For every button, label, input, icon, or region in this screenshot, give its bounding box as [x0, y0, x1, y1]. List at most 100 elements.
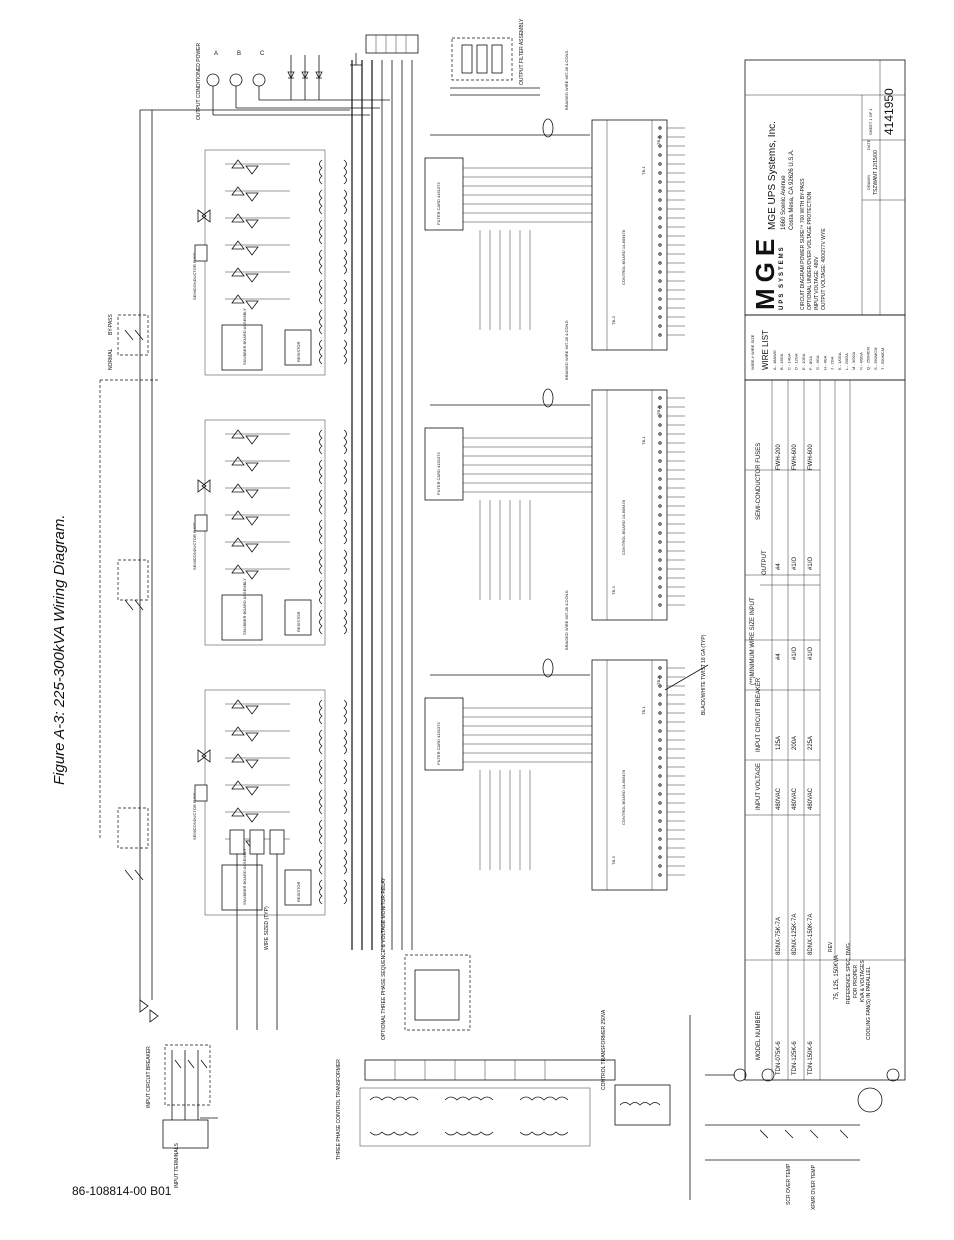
filter-card-label: FILTER CARD 4161373: [436, 452, 441, 495]
three-phase-xfmr-label: THREE PHASE CONTROL TRANSFORMER: [336, 1059, 342, 1160]
drawing-number: 4141950: [882, 88, 896, 135]
control-board-label: CONTROL BOARD 14-809478: [621, 769, 626, 825]
phase-a-label: A: [214, 51, 218, 57]
wire-list-item: H - 4GA: [822, 355, 827, 370]
cell-fuses: FWH-600: [808, 444, 814, 470]
filter-card-label: FILTER CARD 4161373: [436, 182, 441, 225]
semiconductor-label: SEMICONDUCTOR FUSE: [192, 522, 197, 570]
wire-list-subtitle: WIRE # WIRE SIZE: [750, 334, 755, 370]
braided-wire-label: BRAIDED WIRE MIT-28 4-COND.: [564, 590, 569, 650]
title-desc4: OUTPUT VOLTAGE: 480/277V WYE: [821, 228, 827, 310]
date-label: DATE: [866, 139, 871, 150]
cell-breaker: 125A: [776, 736, 782, 750]
output-section: OUTPUT CONDITIONED POWER A B C OUTPU: [196, 18, 540, 120]
cell-wire-output: #1/O: [808, 557, 814, 570]
title-desc1: CIRCUIT DIAGRAM POWER SURE™ 700 WITH BY-…: [800, 178, 806, 310]
wire-list-item: J - 2GA: [830, 356, 835, 370]
table-note1: 75, 125, 150KVA: [834, 955, 840, 1000]
wire-list-title: WIRE LIST: [761, 330, 770, 370]
cell-wire-input: #4: [776, 653, 782, 660]
wire-list-item: L - 2/0GA: [844, 353, 849, 370]
cell-input-voltage: 480VAC: [808, 787, 814, 810]
cell-wire-input: #1/O: [808, 647, 814, 660]
table-note2: REFERENCE SPEC. DWG.: [846, 942, 852, 1004]
output-filter-label: OUTPUT FILTER ASSEMBLY: [519, 18, 525, 85]
cell-fuses: FWH-200: [776, 444, 782, 470]
snubber-label: SNUBBER BOARD ASSEMBLY: [242, 308, 247, 365]
fan-symbol: [857, 1087, 883, 1113]
figure-title: Figure A-3: 225-300kVA Wiring Diagram.: [51, 514, 68, 785]
black-white-label: BLACK/WHITE TWIST 18 GA (TYP): [701, 634, 707, 715]
header-wire-input: (**)MINIMUM WIRE SIZE INPUT: [750, 597, 756, 685]
cell-fuses: FWH-600: [792, 444, 798, 470]
wire-list-item: A - 18AWG: [772, 350, 777, 370]
title-block: MGE UPS SYSTEMS MGE UPS Systems, Inc. 16…: [744, 59, 906, 316]
cell-model-alt: 8DNX-75K-7A: [776, 917, 782, 955]
logo-sub: UPS SYSTEMS: [779, 245, 785, 310]
header-wire-output: OUTPUT: [762, 550, 768, 575]
company-name: MGE UPS Systems, Inc.: [767, 121, 778, 230]
tb1-label: TB-1: [641, 436, 646, 445]
input-terminals-label: INPUT TERMINALS: [174, 1143, 180, 1188]
wire-list-item: T - 500MCM: [880, 348, 885, 370]
output-terminal-a: [206, 73, 220, 87]
phase-b-label: B: [237, 51, 241, 57]
bypass-switches: NORMAL BY-PASS: [99, 313, 160, 849]
cell-input-voltage: 480VAC: [792, 787, 798, 810]
wire-list-item: N - 4/0GA: [858, 352, 863, 370]
filter-card-label: FILTER CARD 4161373: [436, 722, 441, 765]
wire-list-item: F - 8GA: [808, 356, 813, 370]
scr-module: SNUBBER BOARD ASSEMBLY RESISTOR SEMICONDUC…: [124, 50, 685, 376]
snubber-label: SNUBBER BOARD ASSEMBLY: [242, 848, 247, 905]
tb1-label: TB-1: [641, 706, 646, 715]
logo-text: MGE: [750, 233, 780, 310]
voltage-monitor-label: OPTIONAL THREE PHASE SEQUENCE & VOLTAGE …: [381, 877, 387, 1040]
wire-list-item: S - 350MCM: [873, 348, 878, 370]
scr-module: SNUBBER BOARD ASSEMBLY RESISTOR SEMICONDUC…: [124, 320, 685, 646]
resistor-label: RESISTOR: [296, 342, 301, 362]
cell-breaker: 200A: [792, 736, 798, 750]
cell-breaker: 225A: [808, 736, 814, 750]
table-row: TDN-125K-68DNX-125K-7A480VAC200A#1/O#1/O…: [792, 444, 798, 1075]
scr-overtemp-label: SCR OVER TEMP: [786, 1163, 792, 1205]
cell-wire-input: #1/O: [792, 647, 798, 660]
wire-list-item: K - 1/0GA: [837, 352, 842, 370]
bypass-label: BY-PASS: [108, 313, 114, 335]
cell-wire-output: #1/O: [792, 557, 798, 570]
fan-motor-1: [733, 1068, 747, 1082]
wire-list-item: G - 6GA: [815, 355, 820, 370]
semiconductor-label: SEMICONDUCTOR FUSE: [192, 792, 197, 840]
tb3-label: TB-3: [611, 316, 616, 325]
output-power-label: OUTPUT CONDITIONED POWER: [196, 42, 202, 120]
wire-list-item: C - 14GA: [786, 353, 791, 370]
input-breaker-label: INPUT CIRCUIT BREAKER: [146, 1046, 152, 1108]
rev-label: REV: [828, 941, 834, 952]
fan-label: COOLING FAN(S) IN PARALLEL: [866, 966, 872, 1040]
braided-wire-label: BRAIDED WIRE MIT-28 4-COND.: [564, 50, 569, 110]
input-section: INPUT CIRCUIT BREAKER INPUT TERMINALS TH…: [139, 829, 900, 1210]
title-desc2: OPTIONAL UNDER/OVER VOLTAGE PROTECTION: [807, 191, 813, 310]
tb2-label: TB-2: [656, 406, 661, 415]
sheet-label: SHEET 1 OF 1: [868, 108, 873, 135]
dc-bus-lines: [139, 60, 413, 1000]
wire-list-item: E - 10GA: [801, 353, 806, 370]
snubber-label: SNUBBER BOARD ASSEMBLY: [242, 578, 247, 635]
fan-motor-3: [886, 1068, 900, 1082]
header-input-voltage: INPUT VOLTAGE: [756, 763, 762, 810]
model-table: MODEL NUMBER INPUT VOLTAGE INPUT CIRCUIT…: [744, 379, 906, 1081]
tb3-label: TB-3: [611, 856, 616, 865]
mge-logo: MGE UPS SYSTEMS: [750, 233, 785, 310]
company-address1: 1660 Scenic Avenue: [781, 175, 787, 230]
tb2-label: TB-2: [656, 676, 661, 685]
semiconductor-label: SEMICONDUCTOR FUSE: [192, 252, 197, 300]
wire-list-item: B - 16GA: [779, 353, 784, 370]
fan-motor-2: [761, 1068, 775, 1082]
table-row: TDN-075K-68DNX-75K-7A480VAC125A#4#4FWH-2…: [776, 444, 782, 1075]
cell-wire-output: #4: [776, 563, 782, 570]
title-desc3: INPUT VOLTAGE: 480V: [814, 256, 820, 310]
phase-c-label: C: [260, 51, 265, 57]
resistor-label: RESISTOR: [296, 882, 301, 902]
cell-model: TDN-075K-6: [776, 1041, 782, 1075]
